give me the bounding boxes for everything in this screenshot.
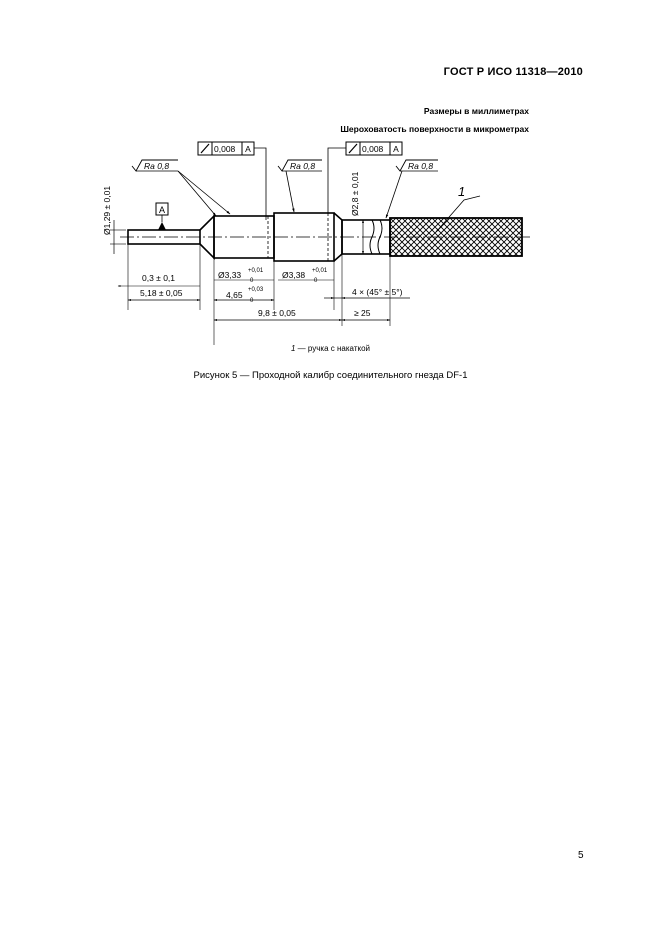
dim-len-25: ≥ 25 — [354, 308, 371, 318]
roughness-units-note: Шероховатость поверхности в микрометрах — [340, 124, 529, 134]
gauge-drawing: A 0,008 A 0,008 A Ra 0,8 Ra 0,8 — [102, 141, 530, 345]
roughness-symbol-3: Ra 0,8 — [385, 159, 438, 219]
frame2-tolerance: 0,008 — [362, 144, 384, 154]
dim-len-465-lower: 0 — [250, 298, 254, 304]
dim-d338-lower: 0 — [314, 278, 318, 284]
datum-triangle — [158, 222, 166, 230]
dim-len-465-base: 4,65 — [226, 290, 243, 300]
dim-len-03: 0,3 ± 0,1 — [142, 273, 175, 283]
dim-len-98: 9,8 ± 0,05 — [258, 308, 296, 318]
feature-control-frame-1: 0,008 A — [197, 141, 267, 220]
dim-len-465-upper: +0,03 — [248, 287, 264, 293]
frame1-datum: A — [245, 144, 251, 154]
figure-caption: Рисунок 5 — Проходной калибр соединитель… — [193, 370, 468, 381]
figure-footnote: 1 — ручка с накаткой — [0, 344, 661, 353]
dim-dia-right: Ø2,8 ± 0,01 — [350, 171, 360, 216]
knurled-handle — [389, 217, 523, 257]
dim-d333-base: Ø3,33 — [218, 270, 241, 280]
handle-leader-line — [435, 195, 481, 233]
roughness-1-label: Ra 0,8 — [144, 161, 169, 171]
footnote-number: 1 — [291, 344, 296, 353]
standard-header: ГОСТ Р ИСО 11318—2010 — [443, 66, 583, 78]
datum-box — [155, 202, 169, 216]
roughness-2-label: Ra 0,8 — [290, 161, 315, 171]
page-number: 5 — [578, 850, 584, 861]
roughness-symbol-2: Ra 0,8 — [277, 159, 322, 213]
footnote-text: — ручка с накаткой — [295, 344, 370, 353]
dim-d333-lower: 0 — [250, 278, 254, 284]
dim-d333-upper: +0,01 — [248, 268, 264, 274]
feature-control-frame-2: 0,008 A — [327, 141, 403, 214]
datum-label: A — [159, 205, 165, 215]
roughness-symbol-1: Ra 0,8 — [131, 159, 231, 217]
frame2-datum: A — [393, 144, 399, 154]
frame1-tolerance: 0,008 — [214, 144, 236, 154]
handle-leader-label: 1 — [458, 184, 465, 199]
dim-chamfer: 4 × (45° ± 5°) — [352, 287, 403, 297]
units-note: Размеры в миллиметрах — [423, 106, 529, 116]
dim-dia-left: Ø1,29 ± 0,01 — [102, 186, 112, 235]
roughness-3-label: Ra 0,8 — [408, 161, 433, 171]
section-d338 — [273, 212, 335, 262]
break-line — [369, 219, 383, 255]
dim-d338-base: Ø3,38 — [282, 270, 305, 280]
dim-d338-upper: +0,01 — [312, 268, 328, 274]
dim-len-518: 5,18 ± 0,05 — [140, 288, 183, 298]
